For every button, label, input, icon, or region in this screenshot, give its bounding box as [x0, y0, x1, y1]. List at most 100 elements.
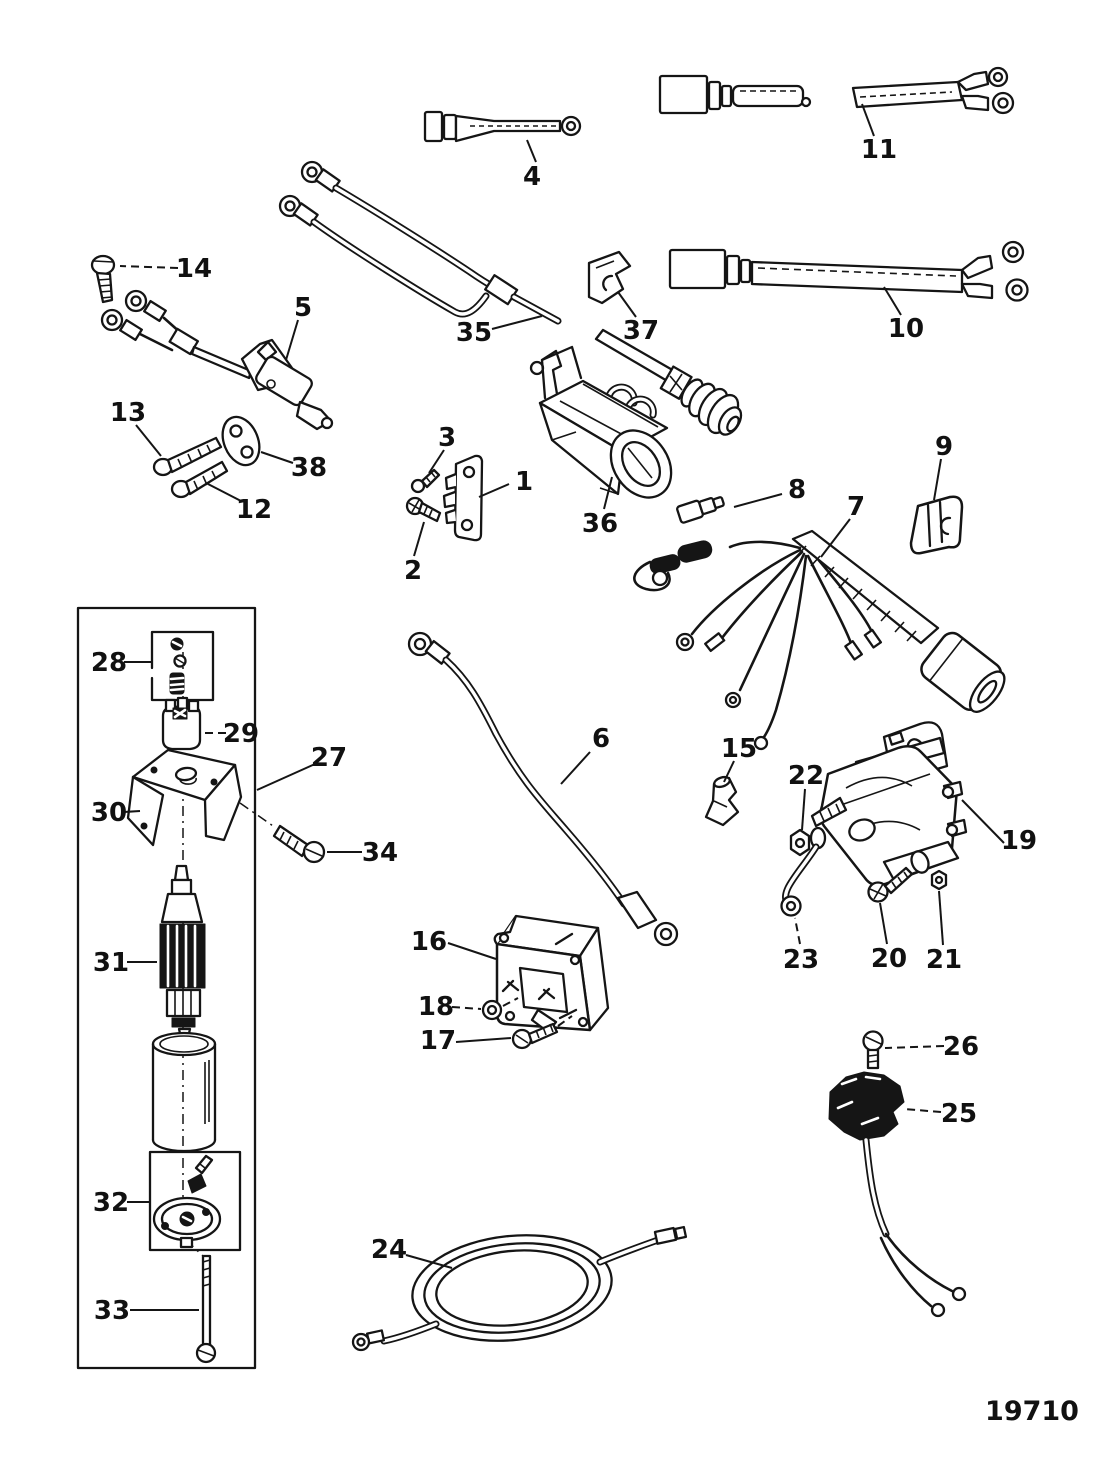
- callout-8: 8: [788, 475, 806, 505]
- leader-2: [413, 521, 425, 557]
- part-8-fuse: [676, 496, 725, 524]
- part-22-nut-washer: [789, 826, 827, 857]
- leader-lines: [119, 103, 1005, 1311]
- callout-16: 16: [411, 927, 447, 957]
- part-30-end-frame: [126, 748, 243, 847]
- part-13-screw: [152, 436, 223, 477]
- part-1-bracket: [442, 454, 484, 542]
- callout-5: 5: [294, 293, 312, 323]
- callout-9: 9: [935, 432, 953, 462]
- callout-6: 6: [592, 724, 610, 754]
- callout-36: 36: [582, 509, 618, 539]
- leader-21: [938, 890, 944, 946]
- leader-35: [491, 315, 543, 330]
- callout-3: 3: [438, 423, 456, 453]
- leader-5: [285, 319, 299, 361]
- part-29-brush-holder: [161, 696, 202, 751]
- part-6-cable: [407, 631, 679, 947]
- part-15-elbow: [704, 775, 740, 827]
- part-3-screw: [410, 468, 441, 494]
- callout-38: 38: [291, 453, 327, 483]
- callout-29: 29: [223, 719, 259, 749]
- callout-32: 32: [93, 1188, 129, 1218]
- part-25-sender: [828, 1071, 967, 1318]
- part-18-nut: [481, 997, 519, 1021]
- part-12-screw: [170, 460, 229, 499]
- leader-36: [603, 476, 613, 510]
- callout-17: 17: [420, 1026, 456, 1056]
- part-20-bolt: [867, 866, 914, 903]
- callout-22: 22: [788, 761, 824, 791]
- callout-labels: 1 2 3 4 5 6 7 8 9 10 11 12 13 14 15 16 1…: [91, 135, 1037, 1326]
- part-24-lead-wire: [351, 1225, 688, 1352]
- callout-4: 4: [523, 162, 541, 192]
- part-21-nut: [930, 869, 948, 891]
- callout-37: 37: [623, 316, 659, 346]
- callout-10: 10: [888, 314, 924, 344]
- part-26-screw: [862, 1030, 884, 1070]
- part-5-switch-assembly: [100, 289, 334, 431]
- callout-28: 28: [91, 648, 127, 678]
- leader-24: [405, 1254, 453, 1269]
- leader-1: [478, 483, 510, 498]
- part-2-screw: [405, 496, 442, 523]
- leader-22: [801, 788, 806, 831]
- callout-25: 25: [941, 1099, 977, 1129]
- drawing-number: 19710: [985, 1396, 1079, 1427]
- part-17-screw: [511, 1015, 573, 1050]
- callout-34: 34: [362, 838, 398, 868]
- leader-11: [861, 103, 875, 137]
- part-4-jumper-lead: [423, 110, 582, 143]
- leader-19: [961, 799, 1005, 844]
- callout-30: 30: [91, 798, 127, 828]
- callout-15: 15: [721, 734, 757, 764]
- callout-33: 33: [94, 1296, 130, 1326]
- leader-12: [207, 483, 242, 502]
- leader-4: [526, 139, 537, 163]
- leader-3: [428, 449, 445, 474]
- leader-6: [560, 751, 591, 785]
- part-36-housing: [529, 345, 673, 499]
- part-28-brush-kit: [150, 630, 215, 702]
- callout-20: 20: [871, 944, 907, 974]
- callout-24: 24: [371, 1235, 407, 1265]
- part-23-ground-strap: [780, 843, 820, 917]
- part-35-y-cable: [278, 160, 743, 436]
- part-32-end-cap: [148, 1150, 242, 1252]
- part-34-bolt: [239, 802, 326, 864]
- part-33-bolt: [195, 1254, 217, 1364]
- leader-26: [884, 1045, 945, 1049]
- part-10-cable-assembly: [668, 240, 1029, 302]
- leader-7: [820, 518, 851, 558]
- part-7-wiring-harness: [633, 529, 1006, 751]
- callout-26: 26: [943, 1032, 979, 1062]
- part-38-plate: [221, 415, 261, 467]
- callout-19: 19: [1001, 826, 1037, 856]
- starter-frame-cylinder: [151, 1031, 217, 1153]
- leader-30: [123, 810, 141, 813]
- callout-12: 12: [236, 495, 272, 525]
- leader-13: [135, 424, 162, 457]
- part-31-armature: [159, 864, 206, 1044]
- leader-17: [455, 1037, 512, 1043]
- callout-23: 23: [783, 945, 819, 975]
- callout-7: 7: [847, 492, 865, 522]
- callout-21: 21: [926, 945, 962, 975]
- callout-1: 1: [515, 467, 533, 497]
- part-19-solenoid: [810, 721, 968, 887]
- callout-2: 2: [404, 556, 422, 586]
- leader-14: [119, 265, 179, 269]
- leader-27: [256, 763, 316, 791]
- part-37-clip: [587, 250, 632, 305]
- callout-27: 27: [311, 743, 347, 773]
- callout-13: 13: [110, 398, 146, 428]
- callout-14: 14: [176, 254, 212, 284]
- leader-16: [447, 942, 497, 960]
- leader-37: [617, 291, 637, 318]
- callout-35: 35: [456, 318, 492, 348]
- part-9-clip: [909, 495, 964, 555]
- part-14-screw: [90, 254, 116, 304]
- leader-38: [260, 451, 294, 464]
